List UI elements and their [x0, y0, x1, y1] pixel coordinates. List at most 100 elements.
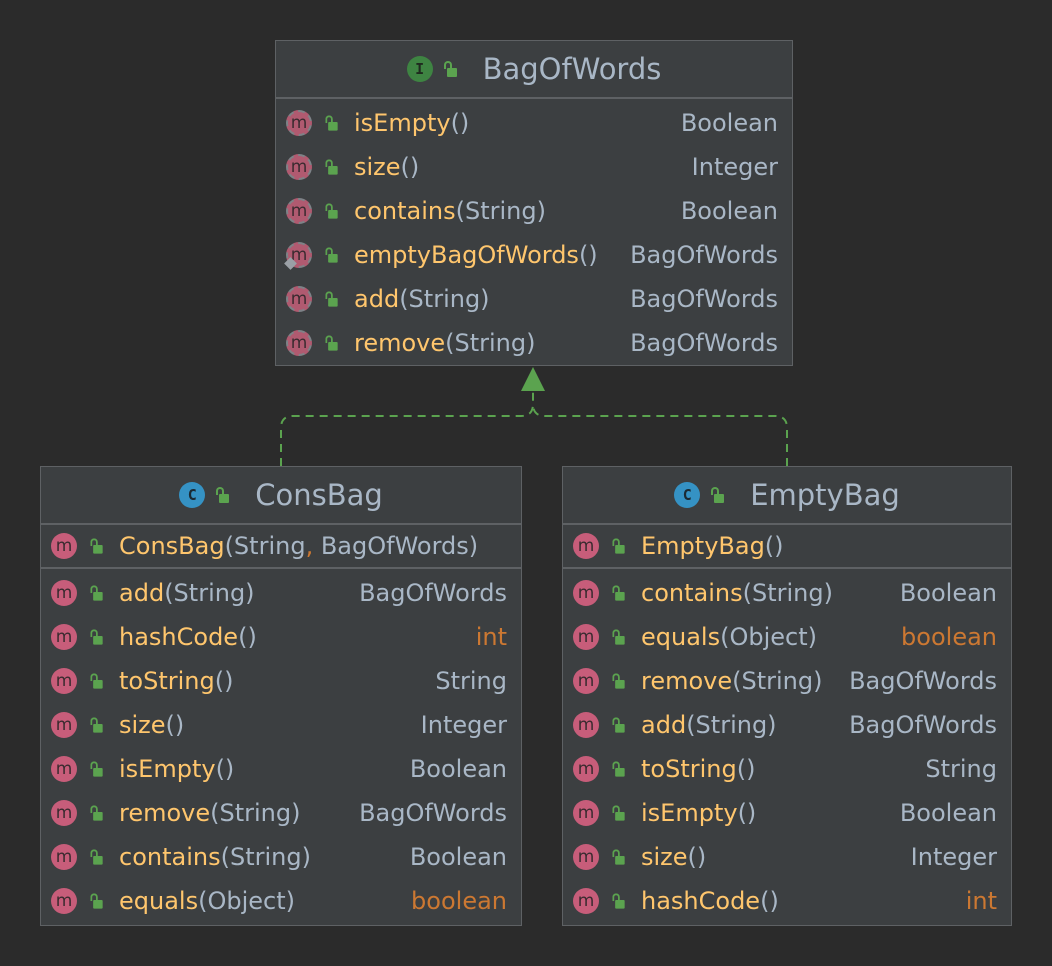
method-params: ()	[165, 711, 185, 739]
constructor-name: EmptyBag	[641, 532, 765, 560]
class-emptybag[interactable]: C EmptyBag m EmptyBag () m contains (Strin…	[562, 466, 1012, 926]
method-name: contains	[119, 843, 221, 871]
class-header: C ConsBag	[41, 467, 521, 525]
method-icon: m	[51, 888, 77, 914]
return-type: BagOfWords	[630, 241, 778, 269]
return-type: Integer	[910, 843, 997, 871]
return-type: Boolean	[680, 109, 778, 137]
public-lock-icon	[611, 805, 625, 821]
class-icon: C	[179, 482, 206, 508]
return-type: BagOfWords	[630, 329, 778, 357]
method-icon: m	[51, 668, 77, 694]
method-icon: m	[573, 844, 599, 870]
return-type: int	[475, 623, 507, 651]
return-type: boolean	[411, 887, 507, 915]
constructor-params: ()	[764, 532, 784, 560]
return-type: Boolean	[680, 197, 778, 225]
public-lock-icon	[324, 335, 338, 351]
return-type: Boolean	[899, 579, 997, 607]
method-icon: m	[573, 800, 599, 826]
method-params: ()	[400, 153, 420, 181]
method-name: emptyBagOfWords	[354, 241, 579, 269]
method-params: (String)	[399, 285, 490, 313]
return-type: Boolean	[409, 755, 507, 783]
return-type: BagOfWords	[359, 799, 507, 827]
method-params: (String)	[445, 329, 536, 357]
method-name: contains	[641, 579, 743, 607]
method-icon: m	[573, 533, 599, 559]
method-params: ()	[737, 799, 757, 827]
emptybag-realization-edge	[532, 403, 788, 466]
public-lock-icon	[324, 115, 338, 131]
method-icon: m	[573, 580, 599, 606]
return-type: BagOfWords	[630, 285, 778, 313]
method-params: ()	[215, 755, 235, 783]
method-icon: m	[51, 580, 77, 606]
public-lock-icon	[89, 538, 103, 554]
method-name: size	[641, 843, 688, 871]
public-lock-icon	[215, 487, 230, 503]
public-lock-icon	[89, 849, 103, 865]
method-name: remove	[119, 799, 211, 827]
return-type: String	[925, 755, 997, 783]
class-icon: C	[674, 482, 701, 508]
public-lock-icon	[611, 585, 625, 601]
public-lock-icon	[443, 61, 457, 77]
public-lock-icon	[89, 805, 103, 821]
public-lock-icon	[710, 487, 725, 503]
method-params: (String)	[732, 667, 823, 695]
method-params: (Object)	[198, 887, 295, 915]
public-lock-icon	[89, 629, 103, 645]
public-lock-icon	[611, 673, 625, 689]
public-lock-icon	[324, 203, 338, 219]
public-lock-icon	[611, 893, 625, 909]
return-type: Integer	[691, 153, 778, 181]
method-icon: m	[286, 330, 312, 356]
public-lock-icon	[611, 849, 625, 865]
constructor-row[interactable]: m EmptyBag ()	[563, 525, 1011, 569]
method-params: ()	[736, 755, 756, 783]
return-type: Integer	[420, 711, 507, 739]
method-icon: m	[573, 624, 599, 650]
constructor-row[interactable]: m ConsBag (String, BagOfWords)	[41, 525, 521, 569]
method-params: (String)	[164, 579, 255, 607]
public-lock-icon	[324, 291, 338, 307]
method-params: ()	[214, 667, 234, 695]
method-name: isEmpty	[354, 109, 451, 137]
method-name: add	[354, 285, 400, 313]
method-name: size	[354, 153, 401, 181]
method-name: size	[119, 711, 166, 739]
method-name: isEmpty	[641, 799, 738, 827]
class-title: BagOfWords	[482, 52, 662, 86]
return-type: int	[965, 887, 997, 915]
return-type: Boolean	[409, 843, 507, 871]
method-icon: m	[573, 888, 599, 914]
public-lock-icon	[611, 761, 625, 777]
class-consbag[interactable]: C ConsBag m ConsBag (String, BagOfWords)…	[40, 466, 522, 926]
method-params: (String)	[210, 799, 301, 827]
public-lock-icon	[89, 893, 103, 909]
